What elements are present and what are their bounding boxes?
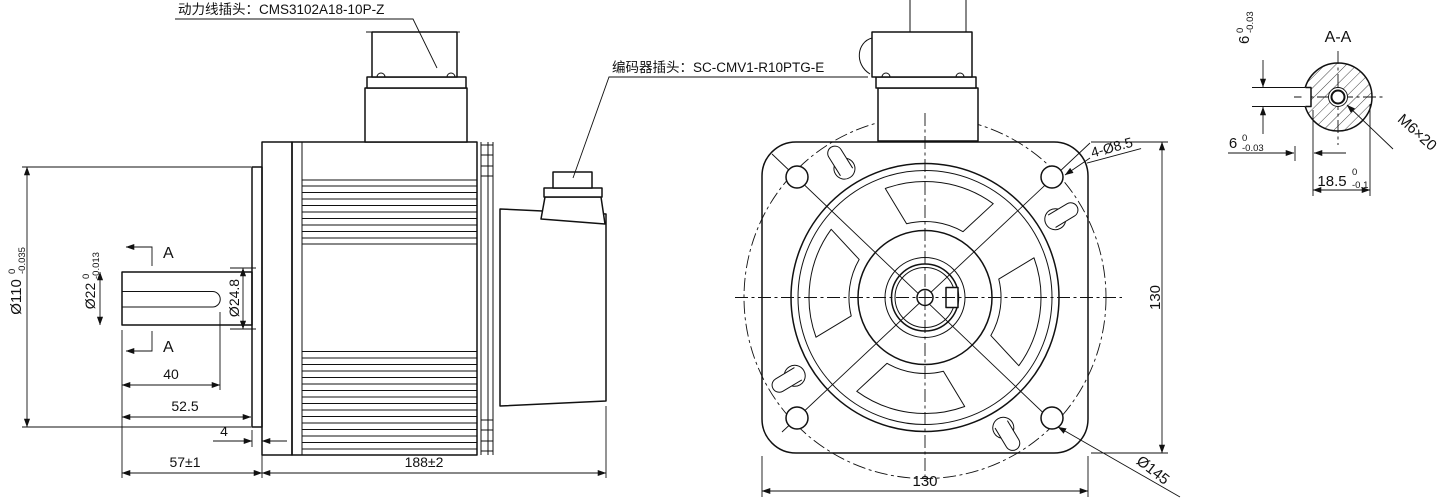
side-view: A A Ø110 0 -0.035 Ø22 0 -0.013	[7, 31, 607, 478]
dim-shaft-diameter: Ø22 0 -0.013	[81, 252, 102, 309]
svg-text:-0.1: -0.1	[1352, 180, 1368, 191]
encoder-connector-leader	[572, 76, 868, 179]
svg-text:0: 0	[1352, 167, 1357, 178]
svg-text:0: 0	[7, 269, 18, 274]
dim-spigot-diameter: Ø110 0 -0.035	[7, 247, 28, 315]
dim-bolt-circle: Ø145	[1133, 452, 1172, 488]
diagonal-bltr	[781, 142, 1091, 433]
end-bell	[480, 142, 494, 455]
cooling-fins	[302, 179, 477, 450]
svg-text:18.5: 18.5	[1317, 173, 1346, 190]
shaft-keyway-slot	[122, 291, 221, 308]
diagonal-tlbr	[771, 153, 1057, 426]
cable-boot-arc	[858, 37, 873, 75]
encoder-connector-side	[540, 171, 606, 225]
svg-text:6: 6	[1236, 36, 1253, 44]
dim-mount-holes: 4-Ø8.5	[1086, 134, 1142, 164]
callout-labels: 动力线插头：CMS3102A18-10P-Z 编码器插头：SC-CMV1-R10…	[175, 2, 868, 179]
svg-text:-0.035: -0.035	[17, 247, 28, 274]
power-connector-callout: 动力线插头：CMS3102A18-10P-Z	[175, 2, 438, 69]
svg-text:130: 130	[1147, 285, 1164, 310]
rear-housing	[499, 208, 607, 407]
keyway-notch	[1305, 86, 1312, 108]
dim-shaft-extension: 57±1	[169, 454, 200, 470]
power-connector-leader	[175, 18, 438, 69]
power-connector-side	[364, 31, 468, 143]
mounting-bolt-holes	[785, 165, 1064, 430]
casting-spoke-openings	[808, 181, 1042, 414]
side-view-dimensions: Ø110 0 -0.035 Ø22 0 -0.013 Ø24.8 40	[7, 166, 607, 478]
mounting-flange	[261, 141, 293, 456]
dim-tapped-hole: M6×20	[1394, 111, 1440, 155]
dim-key-height: Ø24.8	[226, 279, 242, 317]
dim-key-flat: 18.5 0 -0.1	[1317, 167, 1368, 191]
svg-text:Ø110: Ø110	[8, 279, 25, 315]
power-connector-front	[858, 0, 979, 142]
svg-text:-0.03: -0.03	[1242, 143, 1264, 154]
section-cut-marks: A A	[125, 243, 174, 356]
dim-spigot-height: 4	[220, 423, 228, 439]
svg-text:-0.013: -0.013	[91, 252, 102, 279]
svg-text:0: 0	[1242, 133, 1247, 144]
svg-text:M6×20: M6×20	[1394, 111, 1440, 155]
dim-flange-width: 130	[912, 473, 937, 490]
svg-text:Ø24.8: Ø24.8	[226, 279, 242, 317]
svg-text:Ø22: Ø22	[82, 283, 98, 310]
dim-flange-height: 130	[1147, 285, 1164, 310]
svg-text:0: 0	[81, 274, 92, 279]
cover-keyhole-slots	[771, 145, 1079, 451]
section-letter-bottom: A	[163, 339, 174, 356]
dim-key-width: 6 0 -0.03	[1235, 11, 1256, 44]
front-view-dimensions: 130 130 4-Ø8.5 Ø145	[761, 134, 1181, 498]
section-view: A-A 6 0 -0.03 6	[1228, 11, 1440, 196]
section-letter-top: A	[163, 245, 174, 262]
encoder-connector-label: 编码器插头：SC-CMV1-R10PTG-E	[612, 60, 824, 75]
encoder-connector-callout: 编码器插头：SC-CMV1-R10PTG-E	[572, 60, 868, 179]
power-connector-label: 动力线插头：CMS3102A18-10P-Z	[178, 2, 384, 17]
svg-text:Ø145: Ø145	[1133, 452, 1172, 488]
svg-text:6: 6	[1229, 135, 1237, 152]
dim-key-depth: 6 0 -0.03	[1229, 133, 1264, 154]
spigot-boss	[251, 166, 263, 428]
tapped-hole	[1328, 87, 1348, 107]
keyway-notch-clear	[1301, 87, 1311, 107]
svg-text:-0.03: -0.03	[1245, 11, 1256, 33]
dim-shaft-step: 52.5	[171, 398, 198, 414]
dim-key-length: 40	[163, 366, 179, 382]
svg-text:0: 0	[1235, 28, 1246, 33]
connector-screws	[376, 72, 456, 78]
dim-body-length: 188±2	[405, 454, 444, 470]
motor-body	[291, 141, 478, 456]
section-title: A-A	[1325, 29, 1352, 46]
